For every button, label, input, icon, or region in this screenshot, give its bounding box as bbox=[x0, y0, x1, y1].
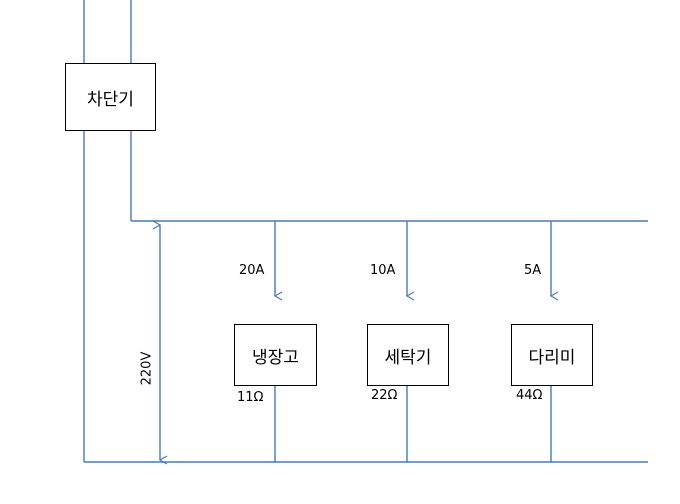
appliance-3-name: 다리미 bbox=[528, 347, 576, 368]
appliance-3-current: 5A bbox=[524, 263, 542, 278]
breaker-box: 차단기 bbox=[65, 63, 156, 131]
appliance-2-resistance: 22Ω bbox=[371, 388, 398, 403]
appliance-1-resistance: 11Ω bbox=[237, 390, 264, 405]
voltage-label: 220V bbox=[139, 351, 155, 386]
appliance-3-resistance: 44Ω bbox=[516, 388, 543, 403]
breaker-label: 차단기 bbox=[87, 89, 134, 110]
appliance-2-current: 10A bbox=[370, 263, 396, 278]
appliance-2-box: 세탁기 bbox=[367, 324, 449, 386]
appliance-2-name: 세탁기 bbox=[384, 347, 432, 368]
appliance-1-name: 냉장고 bbox=[252, 347, 299, 368]
appliance-1-current: 20A bbox=[239, 263, 265, 278]
appliance-3-box: 다리미 bbox=[511, 324, 593, 386]
appliance-1-box: 냉장고 bbox=[234, 324, 317, 386]
